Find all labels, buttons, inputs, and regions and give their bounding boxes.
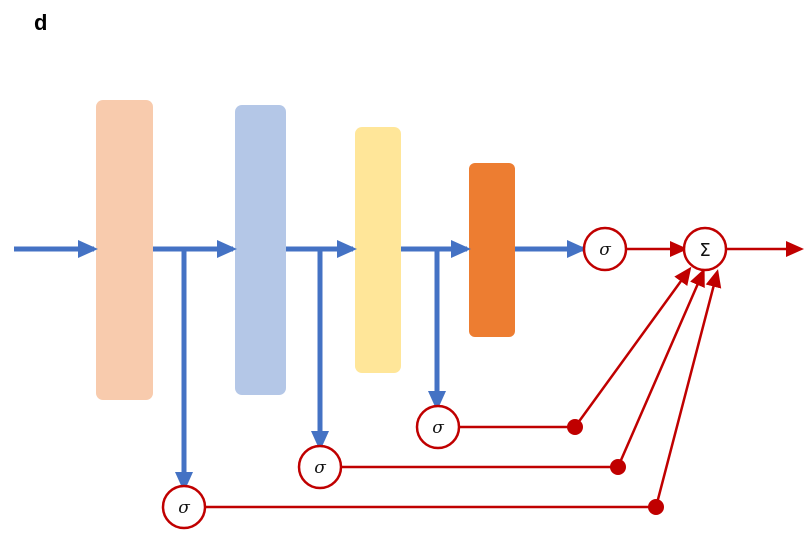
sigma-label-3: σ: [432, 418, 444, 438]
sigma-node-2: [297, 444, 343, 490]
sigma-node-1: [161, 484, 207, 530]
junction-dot-1: [648, 499, 664, 515]
block-2: [235, 105, 286, 395]
panel-label: d: [34, 10, 48, 35]
sum-node: [682, 226, 728, 272]
block-4: [469, 163, 515, 337]
sum-label: Σ: [699, 240, 710, 261]
sigma-label-main: σ: [599, 240, 611, 260]
block-1: [96, 100, 153, 400]
junction-dot-3: [567, 419, 583, 435]
junction-dot-2: [610, 459, 626, 475]
sigma-node-main: [582, 226, 628, 272]
block-3: [355, 127, 401, 373]
sigma-label-2: σ: [314, 458, 326, 478]
sigma-label-1: σ: [178, 498, 190, 518]
sigma-node-3: [415, 404, 461, 450]
